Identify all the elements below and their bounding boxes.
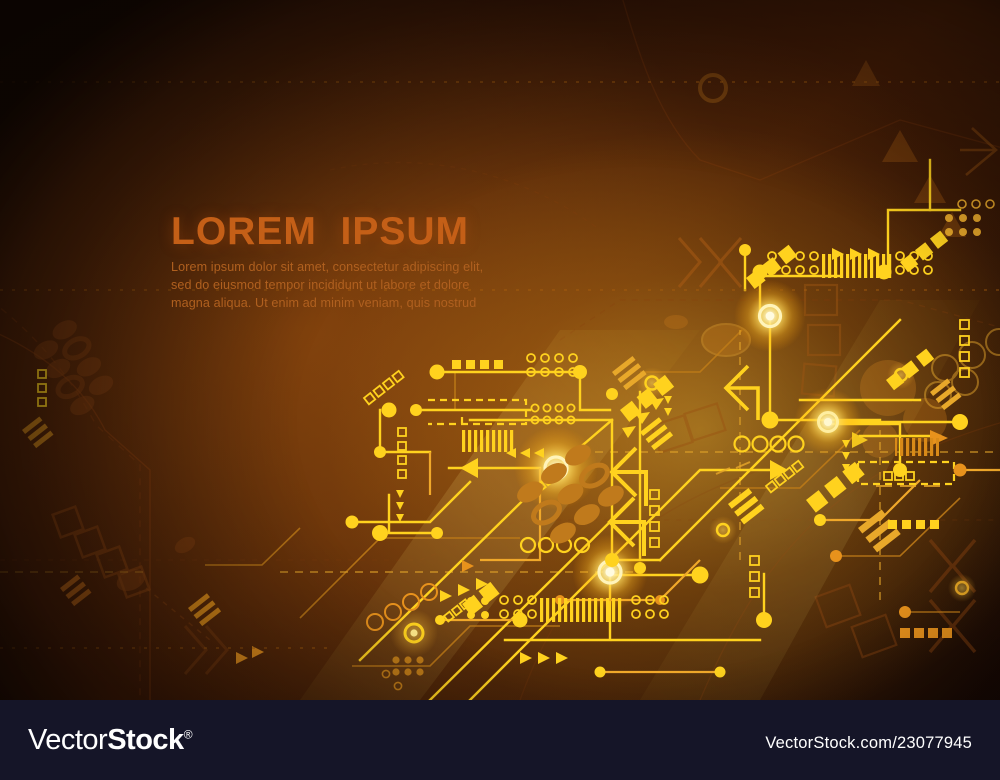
- page-subtitle: Lorem ipsum dolor sit amet, consectetur …: [171, 259, 511, 313]
- page-title: LOREM IPSUM: [171, 210, 470, 253]
- headline-block: LOREM IPSUM Lorem ipsum dolor sit amet, …: [171, 210, 511, 313]
- logo-text-bold: Stock: [107, 724, 184, 756]
- background-rect-group-bottomright: [814, 583, 898, 659]
- registered-trademark-icon: ®: [183, 727, 193, 742]
- circuit-artwork-svg: [0, 0, 1000, 700]
- vectorstock-logo: VectorStock®: [28, 724, 193, 757]
- artwork-background: LOREM IPSUM Lorem ipsum dolor sit amet, …: [0, 0, 1000, 700]
- watermark-url: VectorStock.com/23077945: [765, 734, 972, 752]
- subtitle-line-1: Lorem ipsum dolor sit amet, consectetur …: [171, 259, 484, 274]
- logo-text-thin: Vector: [28, 724, 108, 756]
- background-chevron-pair-top: [677, 237, 743, 288]
- background-chevron-left-edge: [183, 625, 229, 675]
- subtitle-line-3: magna aliqua. Ut enim ad minim veniam, q…: [171, 295, 477, 310]
- circuit-chevron-arrows-right: [723, 364, 760, 420]
- background-ellipse-blob-centerleft: [174, 536, 196, 554]
- background-arrow-outline-topright: [960, 127, 998, 176]
- watermark-footer-bar: VectorStock® VectorStock.com/23077945: [0, 700, 1000, 780]
- subtitle-line-2: sed do eiusmod tempor incididunt ut labo…: [171, 277, 470, 292]
